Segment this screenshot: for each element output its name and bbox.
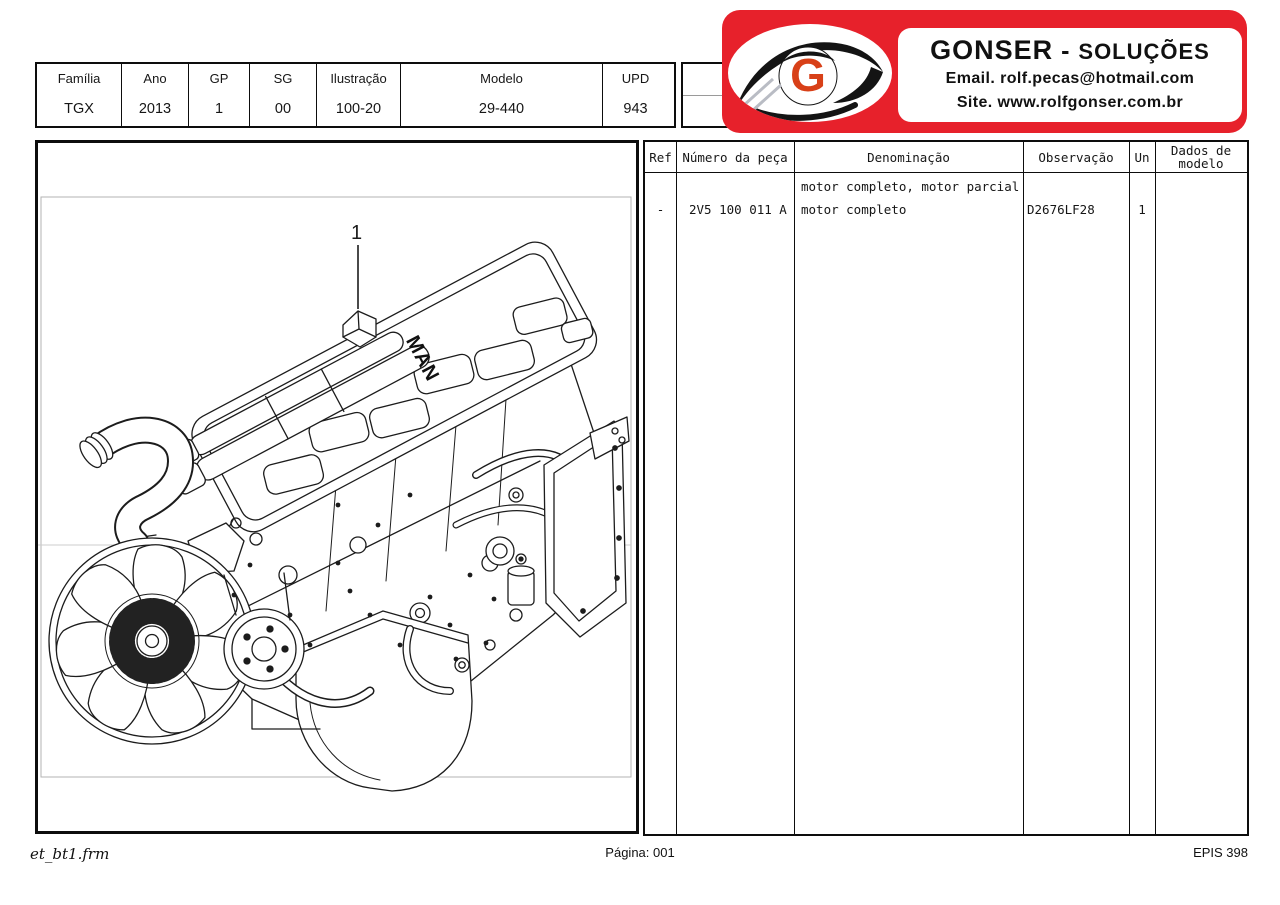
footer-system-id: EPIS 398: [1193, 845, 1248, 860]
hidden-table-edge: [681, 62, 683, 128]
logo-site: www.rolfgonser.com.br: [997, 94, 1184, 111]
footer-form-name: et_bt1.frm: [30, 845, 110, 863]
logo-site-label: Site.: [956, 94, 993, 111]
meta-cell-sg: SG 00: [250, 64, 317, 126]
flywheel-housing: [543, 416, 630, 638]
meta-header-ilustracao: Ilustração: [330, 71, 387, 86]
meta-header-ano: Ano: [143, 71, 167, 86]
meta-value-ilustracao: 100-20: [335, 101, 382, 117]
meta-cell-ilustracao: Ilustração 100-20: [317, 64, 401, 126]
logo-brand: GONSER: [930, 35, 1054, 65]
meta-value-upd: 943: [623, 101, 648, 117]
meta-cell-gp: GP 1: [189, 64, 250, 126]
bolts: [231, 492, 497, 662]
column-separator: [794, 142, 795, 834]
col-header-un: Un: [1134, 149, 1150, 165]
footer-page-number: Página: 001: [605, 845, 675, 860]
logo-brand2: SOLUÇÕES: [1078, 39, 1210, 64]
hidden-table-bottom-line: [683, 126, 728, 128]
meta-value-modelo: 29-440: [478, 101, 525, 117]
row-ref: -: [656, 202, 665, 217]
header-underline: [645, 172, 1247, 173]
oil-pan: [295, 610, 473, 792]
column-separator: [1129, 142, 1130, 834]
row-numero: 2V5 100 011 A: [689, 202, 787, 217]
col-header-ref: Ref: [649, 149, 672, 165]
col-header-numero: Número da peça: [682, 149, 788, 165]
callout-1-label: 1: [351, 222, 362, 244]
meta-cell-familia: Família TGX: [37, 64, 122, 126]
group-row-denominacao: motor completo, motor parcial: [801, 179, 1020, 194]
col-header-denominacao: Denominação: [867, 149, 950, 165]
meta-cell-upd: UPD 943: [603, 64, 668, 126]
meta-cell-modelo: Modelo 29-440: [401, 64, 603, 126]
logo-text-box: GONSER - SOLUÇÕES Email. rolf.pecas@hotm…: [898, 28, 1242, 122]
air-intake-elbow: [79, 416, 194, 557]
logo-email-line: Email. rolf.pecas@hotmail.com: [898, 67, 1242, 91]
gonser-logo: G GONSER - SOLUÇÕES Email. rolf.pecas@ho…: [722, 10, 1247, 133]
belt-pulley: [223, 572, 305, 690]
row-un: 1: [1138, 202, 1146, 217]
meta-header-sg: SG: [273, 71, 293, 86]
meta-header-gp: GP: [209, 71, 229, 86]
logo-g-letter: G: [790, 49, 826, 101]
engine-illustration: MAN: [38, 196, 632, 792]
sensor-box: [342, 310, 377, 348]
callout-1: 1: [351, 222, 362, 309]
col-header-dados-line1: Dados de: [1170, 143, 1232, 158]
meta-header-modelo: Modelo: [480, 71, 523, 86]
hidden-table-mid-line: [683, 95, 728, 96]
illustration-panel: MAN: [35, 140, 639, 834]
logo-email-label: Email.: [945, 70, 996, 87]
col-header-observacao: Observação: [1038, 149, 1114, 165]
eye-logo-icon: G: [728, 24, 892, 122]
column-separator: [1023, 142, 1024, 834]
logo-email: rolf.pecas@hotmail.com: [1000, 70, 1195, 87]
meta-value-familia: TGX: [64, 101, 94, 117]
cooling-fan: [48, 537, 256, 745]
parts-table: Ref Número da peça Denominação Observaçã…: [643, 140, 1249, 836]
vehicle-meta-table: Família TGX Ano 2013 GP 1 SG 00 Ilustraç…: [35, 62, 676, 128]
column-separator: [676, 142, 677, 834]
meta-header-familia: Família: [57, 71, 101, 86]
logo-title: GONSER - SOLUÇÕES: [898, 35, 1242, 67]
logo-dash: -: [1061, 37, 1071, 65]
logo-site-line: Site. www.rolfgonser.com.br: [898, 91, 1242, 115]
meta-value-sg: 00: [274, 101, 292, 117]
meta-value-gp: 1: [214, 101, 224, 117]
meta-cell-ano: Ano 2013: [122, 64, 189, 126]
col-header-dados: Dados de modelo: [1155, 142, 1247, 172]
hidden-table-top-line: [683, 62, 728, 64]
meta-header-upd: UPD: [621, 71, 650, 86]
column-separator: [1155, 142, 1156, 834]
col-header-dados-line2: modelo: [1178, 156, 1224, 171]
row-observacao: D2676LF28: [1027, 202, 1095, 217]
meta-value-ano: 2013: [138, 101, 172, 117]
row-denominacao: motor completo: [801, 202, 907, 217]
